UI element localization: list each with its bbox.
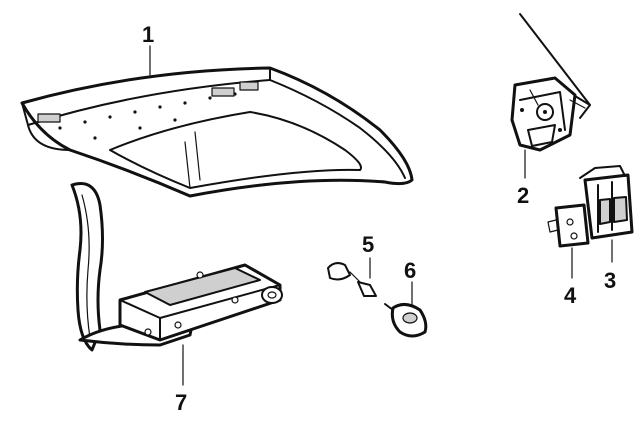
leader-lines — [149, 45, 613, 386]
striker-plate — [579, 165, 634, 240]
callout-4: 4 — [564, 283, 577, 308]
callout-6: 6 — [404, 258, 416, 283]
callout-3: 3 — [604, 268, 616, 293]
hinge-assembly — [70, 182, 283, 352]
trunk-lid — [20, 66, 414, 198]
callout-2: 2 — [517, 183, 529, 208]
callout-5: 5 — [362, 232, 374, 257]
latch — [510, 13, 591, 152]
lamp-socket — [384, 281, 428, 338]
callout-1: 1 — [142, 22, 154, 47]
callout-7: 7 — [175, 390, 187, 415]
callout-labels: 1 2 3 4 5 6 7 — [142, 22, 616, 415]
shim-plate — [547, 203, 590, 248]
lamp-bulb — [327, 257, 377, 297]
